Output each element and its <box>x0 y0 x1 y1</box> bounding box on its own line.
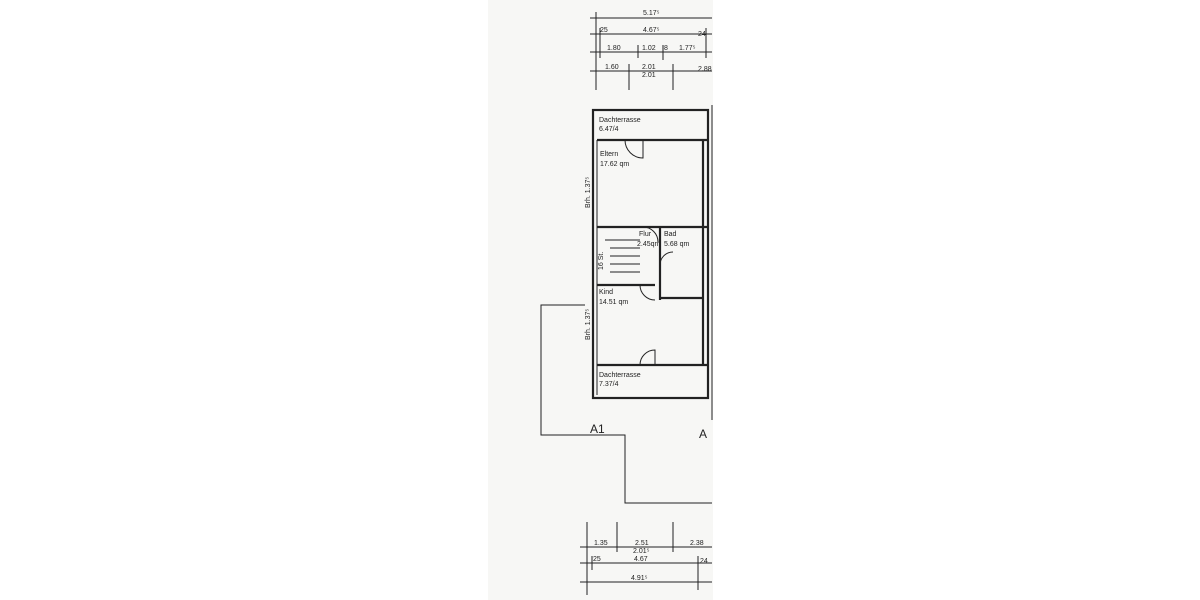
dim: 1.80 <box>607 45 621 52</box>
dim: 2.51 <box>635 540 649 547</box>
room-area: 7.37/4 <box>599 381 619 388</box>
room-name: Kind <box>599 289 613 296</box>
dim: 1.60 <box>605 64 619 71</box>
dim: 4.67 <box>634 556 648 563</box>
walls <box>591 105 713 420</box>
dim: 2.38 <box>690 540 704 547</box>
top-dimensions: 5.17⁵ 25 4.67⁵ 24 1.80 1.02 8 1.77⁵ 1.60… <box>590 10 712 90</box>
dim: 1.02 <box>642 45 656 52</box>
scanned-floor-plan <box>488 0 713 600</box>
section-label: A <box>699 427 707 441</box>
room-area: 5.68 qm <box>664 241 689 248</box>
dim: 2.01⁵ <box>633 548 650 555</box>
room-area: 14.51 qm <box>599 299 628 306</box>
section-label: A1 <box>590 422 605 436</box>
sill-height: Brh. 1.37⁵ <box>585 309 592 340</box>
dim: 24 <box>698 31 706 38</box>
doors <box>624 139 674 366</box>
dim: 8 <box>664 45 668 52</box>
dim: 4.67⁵ <box>643 27 660 34</box>
stairs: 16 St. <box>598 239 640 273</box>
room-name: Flur <box>639 231 652 238</box>
dim-overall: 5.17⁵ <box>643 10 660 17</box>
dim: 25 <box>600 27 608 34</box>
dim: 24 <box>700 558 708 565</box>
bottom-dimensions: 1.35 2.51 2.01⁵ 2.38 25 4.67 24 4.91⁵ <box>580 522 712 595</box>
dim: 2.88 <box>698 66 712 73</box>
room-area: 2.45qm <box>637 241 661 248</box>
dim: 25 <box>593 556 601 563</box>
dim: 4.91⁵ <box>631 575 648 582</box>
room-name: Eltern <box>600 151 618 158</box>
section-line: A1 A <box>540 304 712 504</box>
room-labels: Dachterrasse 6.47/4 Eltern 17.62 qm Flur… <box>585 117 689 388</box>
room-name: Dachterrasse <box>599 117 641 124</box>
dim: 1.77⁵ <box>679 45 696 52</box>
dim: 2.01 <box>642 72 656 79</box>
sill-height: Brh. 1.37⁵ <box>585 177 592 208</box>
stairs-label: 16 St. <box>598 252 605 270</box>
dim: 1.35 <box>594 540 608 547</box>
dim: 2.01 <box>642 64 656 71</box>
room-name: Bad <box>664 231 677 238</box>
room-area: 17.62 qm <box>600 161 629 168</box>
room-name: Dachterrasse <box>599 372 641 379</box>
room-area: 6.47/4 <box>599 126 619 133</box>
